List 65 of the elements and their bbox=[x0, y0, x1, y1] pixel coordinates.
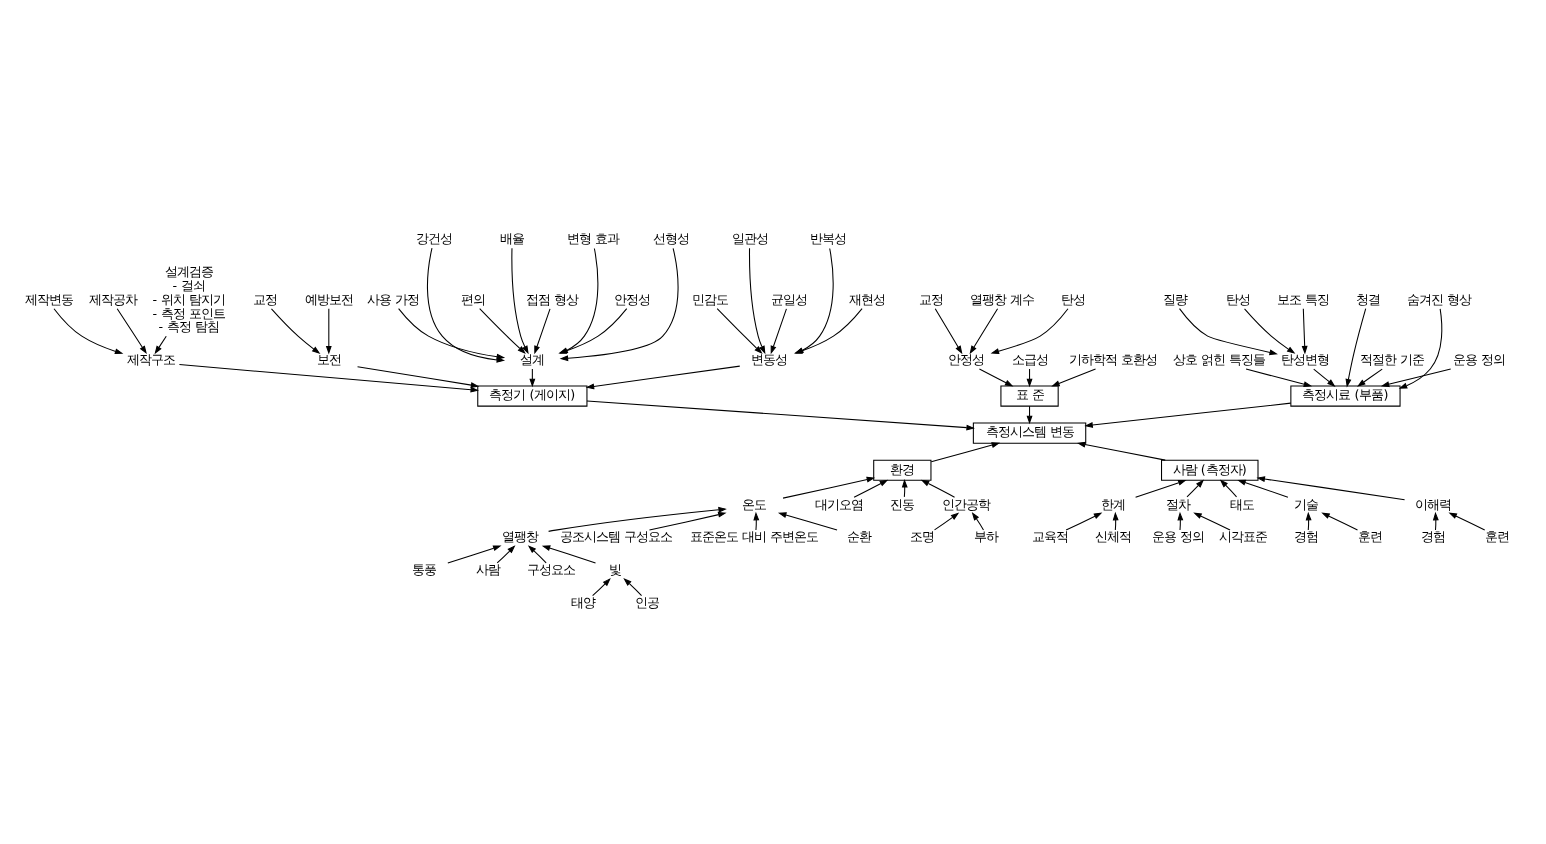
arrow bbox=[969, 308, 999, 355]
arrow bbox=[398, 308, 506, 360]
arrow bbox=[548, 506, 727, 532]
arrow bbox=[1345, 308, 1367, 388]
arrow bbox=[777, 512, 838, 531]
arrow bbox=[716, 308, 763, 355]
arrow bbox=[1305, 511, 1312, 531]
arrow bbox=[270, 308, 321, 354]
arrow bbox=[325, 308, 332, 355]
arrow bbox=[930, 442, 1001, 463]
arrow bbox=[1112, 511, 1119, 531]
arrow bbox=[586, 400, 975, 431]
arrow bbox=[1065, 512, 1103, 531]
arrow bbox=[1237, 479, 1289, 498]
arrow bbox=[1084, 402, 1292, 429]
arrow bbox=[592, 578, 611, 597]
arrow bbox=[920, 479, 956, 498]
arrow bbox=[178, 364, 479, 393]
arrow bbox=[1380, 368, 1452, 388]
arrow bbox=[748, 247, 766, 355]
arrow bbox=[1135, 479, 1187, 498]
arrow bbox=[1321, 512, 1359, 531]
arrow bbox=[853, 479, 889, 498]
arrow bbox=[1219, 479, 1238, 498]
arrow bbox=[1432, 511, 1439, 531]
arrow bbox=[154, 335, 167, 355]
arrow bbox=[511, 247, 529, 355]
arrow bbox=[770, 308, 787, 355]
arrow bbox=[541, 545, 597, 564]
arrow bbox=[1301, 308, 1308, 355]
arrow bbox=[116, 308, 147, 355]
arrow bbox=[1244, 308, 1296, 354]
arrow bbox=[1313, 368, 1336, 387]
arrow bbox=[1178, 308, 1278, 356]
arrow bbox=[1051, 368, 1097, 387]
arrow bbox=[1256, 476, 1406, 501]
arrow bbox=[971, 512, 984, 531]
arrow bbox=[648, 511, 727, 531]
arrow bbox=[479, 308, 526, 355]
arrow bbox=[534, 308, 551, 355]
arrow bbox=[357, 366, 480, 388]
arrow bbox=[585, 365, 741, 390]
arrow bbox=[901, 479, 908, 498]
arrow bbox=[1357, 368, 1383, 387]
arrow bbox=[496, 545, 516, 564]
arrow bbox=[1076, 441, 1166, 461]
arrow bbox=[529, 368, 536, 388]
arrow bbox=[1026, 405, 1033, 425]
arrow bbox=[1177, 511, 1184, 531]
arrow bbox=[1398, 308, 1443, 389]
arrow bbox=[623, 578, 643, 597]
arrow bbox=[934, 512, 960, 531]
arrow bbox=[978, 368, 1014, 387]
arrow bbox=[753, 511, 760, 531]
arrow bbox=[1026, 368, 1033, 388]
arrow bbox=[527, 545, 547, 564]
arrow bbox=[426, 247, 506, 363]
arrow bbox=[1193, 512, 1231, 531]
arrow bbox=[53, 308, 124, 355]
arrow bbox=[1245, 368, 1313, 387]
arrow bbox=[990, 308, 1069, 354]
arrow bbox=[782, 476, 876, 499]
arrow bbox=[1448, 512, 1486, 531]
arrow bbox=[447, 545, 502, 564]
arrow bbox=[934, 308, 963, 355]
